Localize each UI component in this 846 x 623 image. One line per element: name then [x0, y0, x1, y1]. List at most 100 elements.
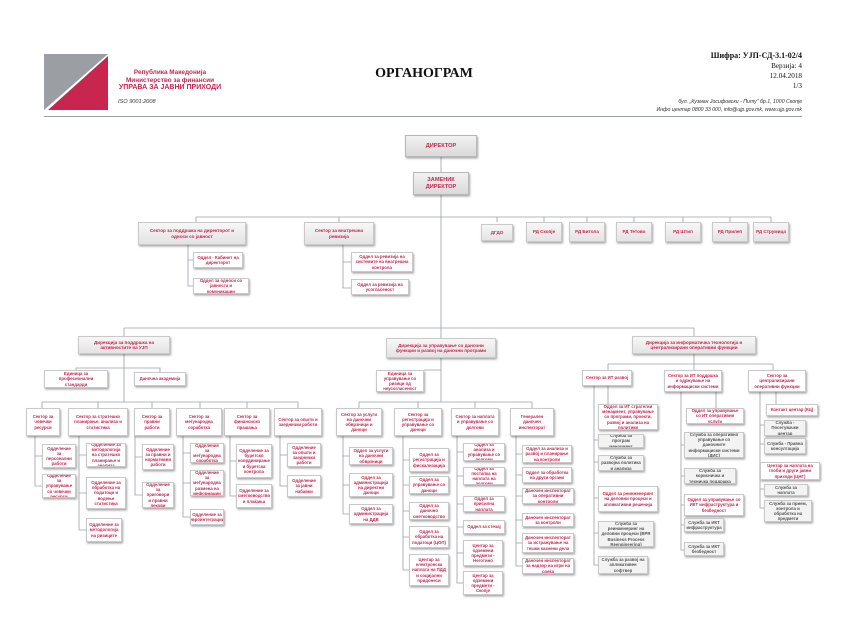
dept-registration-fiscalization[interactable]: Оддел за регистрација и фискализација — [409, 448, 449, 472]
sector-hr[interactable]: Сектор за човечки ресурси — [26, 408, 60, 436]
unit-professional-standards[interactable]: Единица за професионални стандарди — [44, 370, 108, 388]
dept-tax-accounting[interactable]: Оддел за даночно сметководство — [409, 502, 449, 520]
sector-it-support[interactable]: Сектор за ИТ поддршка и одржување на инф… — [664, 370, 722, 392]
sector-audit-box[interactable]: Сектор за внатрешна ревизија — [304, 222, 374, 245]
sector-international[interactable]: Сектор за меѓународна соработка — [176, 408, 222, 436]
dept-tax-management[interactable]: Оддел за управување со даноци — [409, 476, 449, 494]
doc-code: Шифра: УЈП-СД-3.1-02/4 — [710, 51, 802, 60]
header-divider — [44, 116, 802, 117]
dept-international-cooperation[interactable]: Одделение за меѓународна соработка — [190, 443, 224, 463]
sector-centralized-operations[interactable]: Сектор за централизирани оперативни функ… — [748, 370, 806, 392]
dept-control-planning[interactable]: Оддел за анализа и развој и планирање на… — [522, 445, 572, 463]
service-ict-infrastructure[interactable]: Служба за ИКТ инфраструктура — [684, 518, 724, 532]
dept-budget-coordination[interactable]: Одделение за буџетско координирање и буџ… — [236, 444, 272, 478]
address: бул. „Кузман Јосифовски - Питу" бр.1, 10… — [678, 99, 802, 105]
director-box[interactable]: ДИРЕКТОР — [405, 135, 477, 157]
center-electronic-collection[interactable]: Центар за електронска наплата на ПДД и с… — [409, 554, 449, 586]
dept-it-operational-services[interactable]: Оддел за управување со ИТ оперативни усл… — [686, 408, 744, 424]
audit-dept-compliance[interactable]: Оддел за ревизија на усогласеност — [351, 279, 409, 295]
deputy-director-box[interactable]: ЗАМЕНИК ДИРЕКТОР — [413, 172, 469, 195]
dept-legal-normative[interactable]: Одделение за правни и нормативни работи — [142, 444, 174, 470]
support-dept-pr[interactable]: Оддел за односи со јавноста и комуникаци… — [193, 278, 249, 294]
dept-bankruptcy[interactable]: Оддел за стечај — [463, 520, 505, 534]
inspectorate-criminal[interactable]: Даночен инспекторат за истражување на те… — [522, 533, 574, 553]
directorate-tax-functions-box[interactable]: Дирекција за управување со даночни функц… — [386, 338, 496, 358]
service-legal-consultation[interactable]: Служба - Правна консултација — [764, 438, 806, 454]
dept-direct-taxes[interactable]: Оддел за администрација на директни дано… — [349, 473, 393, 497]
dept-vat-administration[interactable]: Оддел за администрација на ДДВ — [349, 504, 393, 524]
service-user-technical-support[interactable]: Служба за корисничка и техничка поддршка — [684, 468, 736, 484]
dept-forced-collection[interactable]: Оддел за присилна наплата — [463, 496, 505, 512]
document-meta: Шифра: УЈП-СД-3.1-02/4 Верзија: 4 12.04.… — [642, 51, 802, 91]
inspectorate-gambling[interactable]: Даночен инспекторат за надзор на игри на… — [522, 558, 574, 574]
dept-planning-methodology[interactable]: Одделение за методологија на стратешко п… — [86, 443, 126, 467]
audit-dept-systems[interactable]: Оддел за ревизија на системите на внатре… — [351, 252, 413, 272]
inspectorate-controls[interactable]: Даночен инспекторат за контроли — [522, 513, 574, 527]
dept-it-strategy[interactable]: Оддел за ИТ стратегии менаџмент, управув… — [598, 404, 658, 430]
iso-label: ISO 9001:2008 — [118, 99, 156, 105]
unit-compliance-risk[interactable]: Единица за управување со ризици од неусо… — [376, 370, 424, 392]
center-seized-negotino[interactable]: Центар за одземени предмети - Неготино — [463, 540, 503, 566]
dept-personnel[interactable]: Одделение за персонални работи — [42, 444, 76, 468]
dept-general-affairs[interactable]: Одделение за општи и заеднички работи — [287, 443, 321, 467]
directorate-support-box[interactable]: Дирекција за поддршка на активностите на… — [78, 336, 170, 354]
doc-page: 1/3 — [792, 82, 802, 90]
dept-collection-procedure[interactable]: Оддел за постапка на наплата на долгови — [463, 467, 505, 485]
org-name: Република Македонија Министерство за фин… — [118, 69, 222, 91]
service-visitor-center[interactable]: Служба - Посетувачки центар — [764, 420, 806, 436]
sector-support-box[interactable]: Сектор за поддршка на директорот и однос… — [138, 222, 246, 245]
dept-euro-integration[interactable]: Одделение за евроинтеграции — [190, 509, 224, 525]
doc-version: Верзија: 4 — [771, 62, 802, 70]
dept-data-statistics[interactable]: Одделение за обработка на податоци и вод… — [86, 477, 126, 509]
sector-financial[interactable]: Сектор за финансиско прашања — [224, 408, 270, 436]
rd-bitola-box[interactable]: РД Битола — [569, 222, 605, 242]
dept-public-procurement[interactable]: Одделение за јавни набавки — [287, 475, 321, 497]
directorate-it-box[interactable]: Дирекција за информатичка технологија и … — [632, 336, 756, 354]
service-bpr[interactable]: Служба за реинженеринг на деловни процес… — [598, 521, 654, 547]
dgdo-box[interactable]: ДГДО — [481, 224, 513, 241]
sector-registration[interactable]: Сектор за регистрација и управување со д… — [394, 408, 442, 436]
doc-date: 12.04.2018 — [769, 72, 802, 80]
dept-ict-infrastructure-security[interactable]: Оддел за управување со ИКТ инфраструктур… — [684, 494, 744, 516]
sector-legal[interactable]: Сектор за правни работи — [134, 408, 170, 436]
contact-center[interactable]: Контакт центар (КЦ) — [766, 404, 818, 416]
support-dept-cabinet[interactable]: Оддел - Кабинет на директорот — [193, 252, 243, 268]
rd-stip-box[interactable]: РД Штип — [665, 222, 701, 242]
contact: Инфо центар 0800 33 000, info@ujp.gov.mk… — [656, 107, 803, 113]
rd-strumica-box[interactable]: РД Струмица — [753, 222, 789, 242]
center-fines-collection[interactable]: Центар за наплата на глоби и други јавни… — [760, 462, 820, 480]
service-ict-security[interactable]: Служба за ИКТ безбедност — [684, 542, 724, 556]
sector-tax-inspectorate[interactable]: Генерален даночен инспекторат — [510, 408, 554, 436]
dept-other-bodies[interactable]: Оддел за обработка на други органи — [522, 467, 572, 483]
service-tax-information-systems[interactable]: Служба за оперативно управување со даноч… — [684, 432, 744, 458]
address-block: бул. „Кузман Јосифовски - Питу" бр.1, 10… — [542, 98, 803, 114]
service-software-development[interactable]: Служба за развој на апликативен софтвер — [598, 556, 648, 574]
dept-appeals[interactable]: Одделение за приговори и правни лекови — [142, 482, 174, 508]
dept-hr-management[interactable]: Одделение за управување со човечки ресур… — [42, 474, 76, 498]
sector-collection[interactable]: Сектор за наплата и управување со долгов… — [451, 408, 499, 436]
service-case-processing[interactable]: Служба за прием, контрола и обработка на… — [764, 500, 812, 522]
sector-strategic-planning[interactable]: Сектор за стратешко планирање, анализа и… — [68, 408, 128, 436]
page-title: ОРГАНОГРАМ — [375, 66, 473, 81]
rd-prilep-box[interactable]: РД Прилеп — [712, 222, 748, 242]
dept-accounting-payments[interactable]: Одделение за сметководство и плаќања — [236, 484, 272, 508]
dept-information-exchange[interactable]: Одделение за меѓународна размена на инфо… — [190, 470, 224, 496]
service-collection[interactable]: Служба за наплата — [764, 484, 808, 496]
inspectorate-operational[interactable]: Даночен инспекторат за оперативни контро… — [522, 488, 574, 504]
sector-general-affairs[interactable]: Сектор за општи и заеднички работи — [274, 408, 322, 436]
service-program-management[interactable]: Служба за програм менаџмент — [598, 434, 644, 448]
dept-business-process-reengineering[interactable]: Оддел за реинженеринг на деловни процеси… — [598, 486, 658, 512]
center-seized-skopje[interactable]: Центар за одземени предмети - Скопје — [463, 571, 503, 595]
rd-skopje-box[interactable]: РД Скопје — [526, 222, 562, 242]
dept-debt-analysis[interactable]: Оддел за анализа и управување со долгови — [463, 443, 505, 461]
dept-data-processing[interactable]: Оддел за обработка на податоци (ЦОП) — [409, 526, 449, 548]
unit-tax-academy[interactable]: Даночна академија — [134, 372, 186, 386]
dept-taxpayer-services[interactable]: Оддел за услуги на даночни обврзници — [349, 447, 393, 465]
logo-icon — [44, 54, 108, 110]
dept-risk-methodology[interactable]: Одделение за методологија на ризиците — [86, 518, 122, 542]
sector-it-development[interactable]: Сектор за ИТ развој — [582, 370, 632, 386]
sector-taxpayer-services[interactable]: Сектор за услуги на даночни обврзници и … — [336, 408, 382, 436]
rd-tetovo-box[interactable]: РД Тетово — [616, 222, 652, 242]
service-development-policy[interactable]: Служба за развојна политика и анализа — [598, 455, 644, 471]
